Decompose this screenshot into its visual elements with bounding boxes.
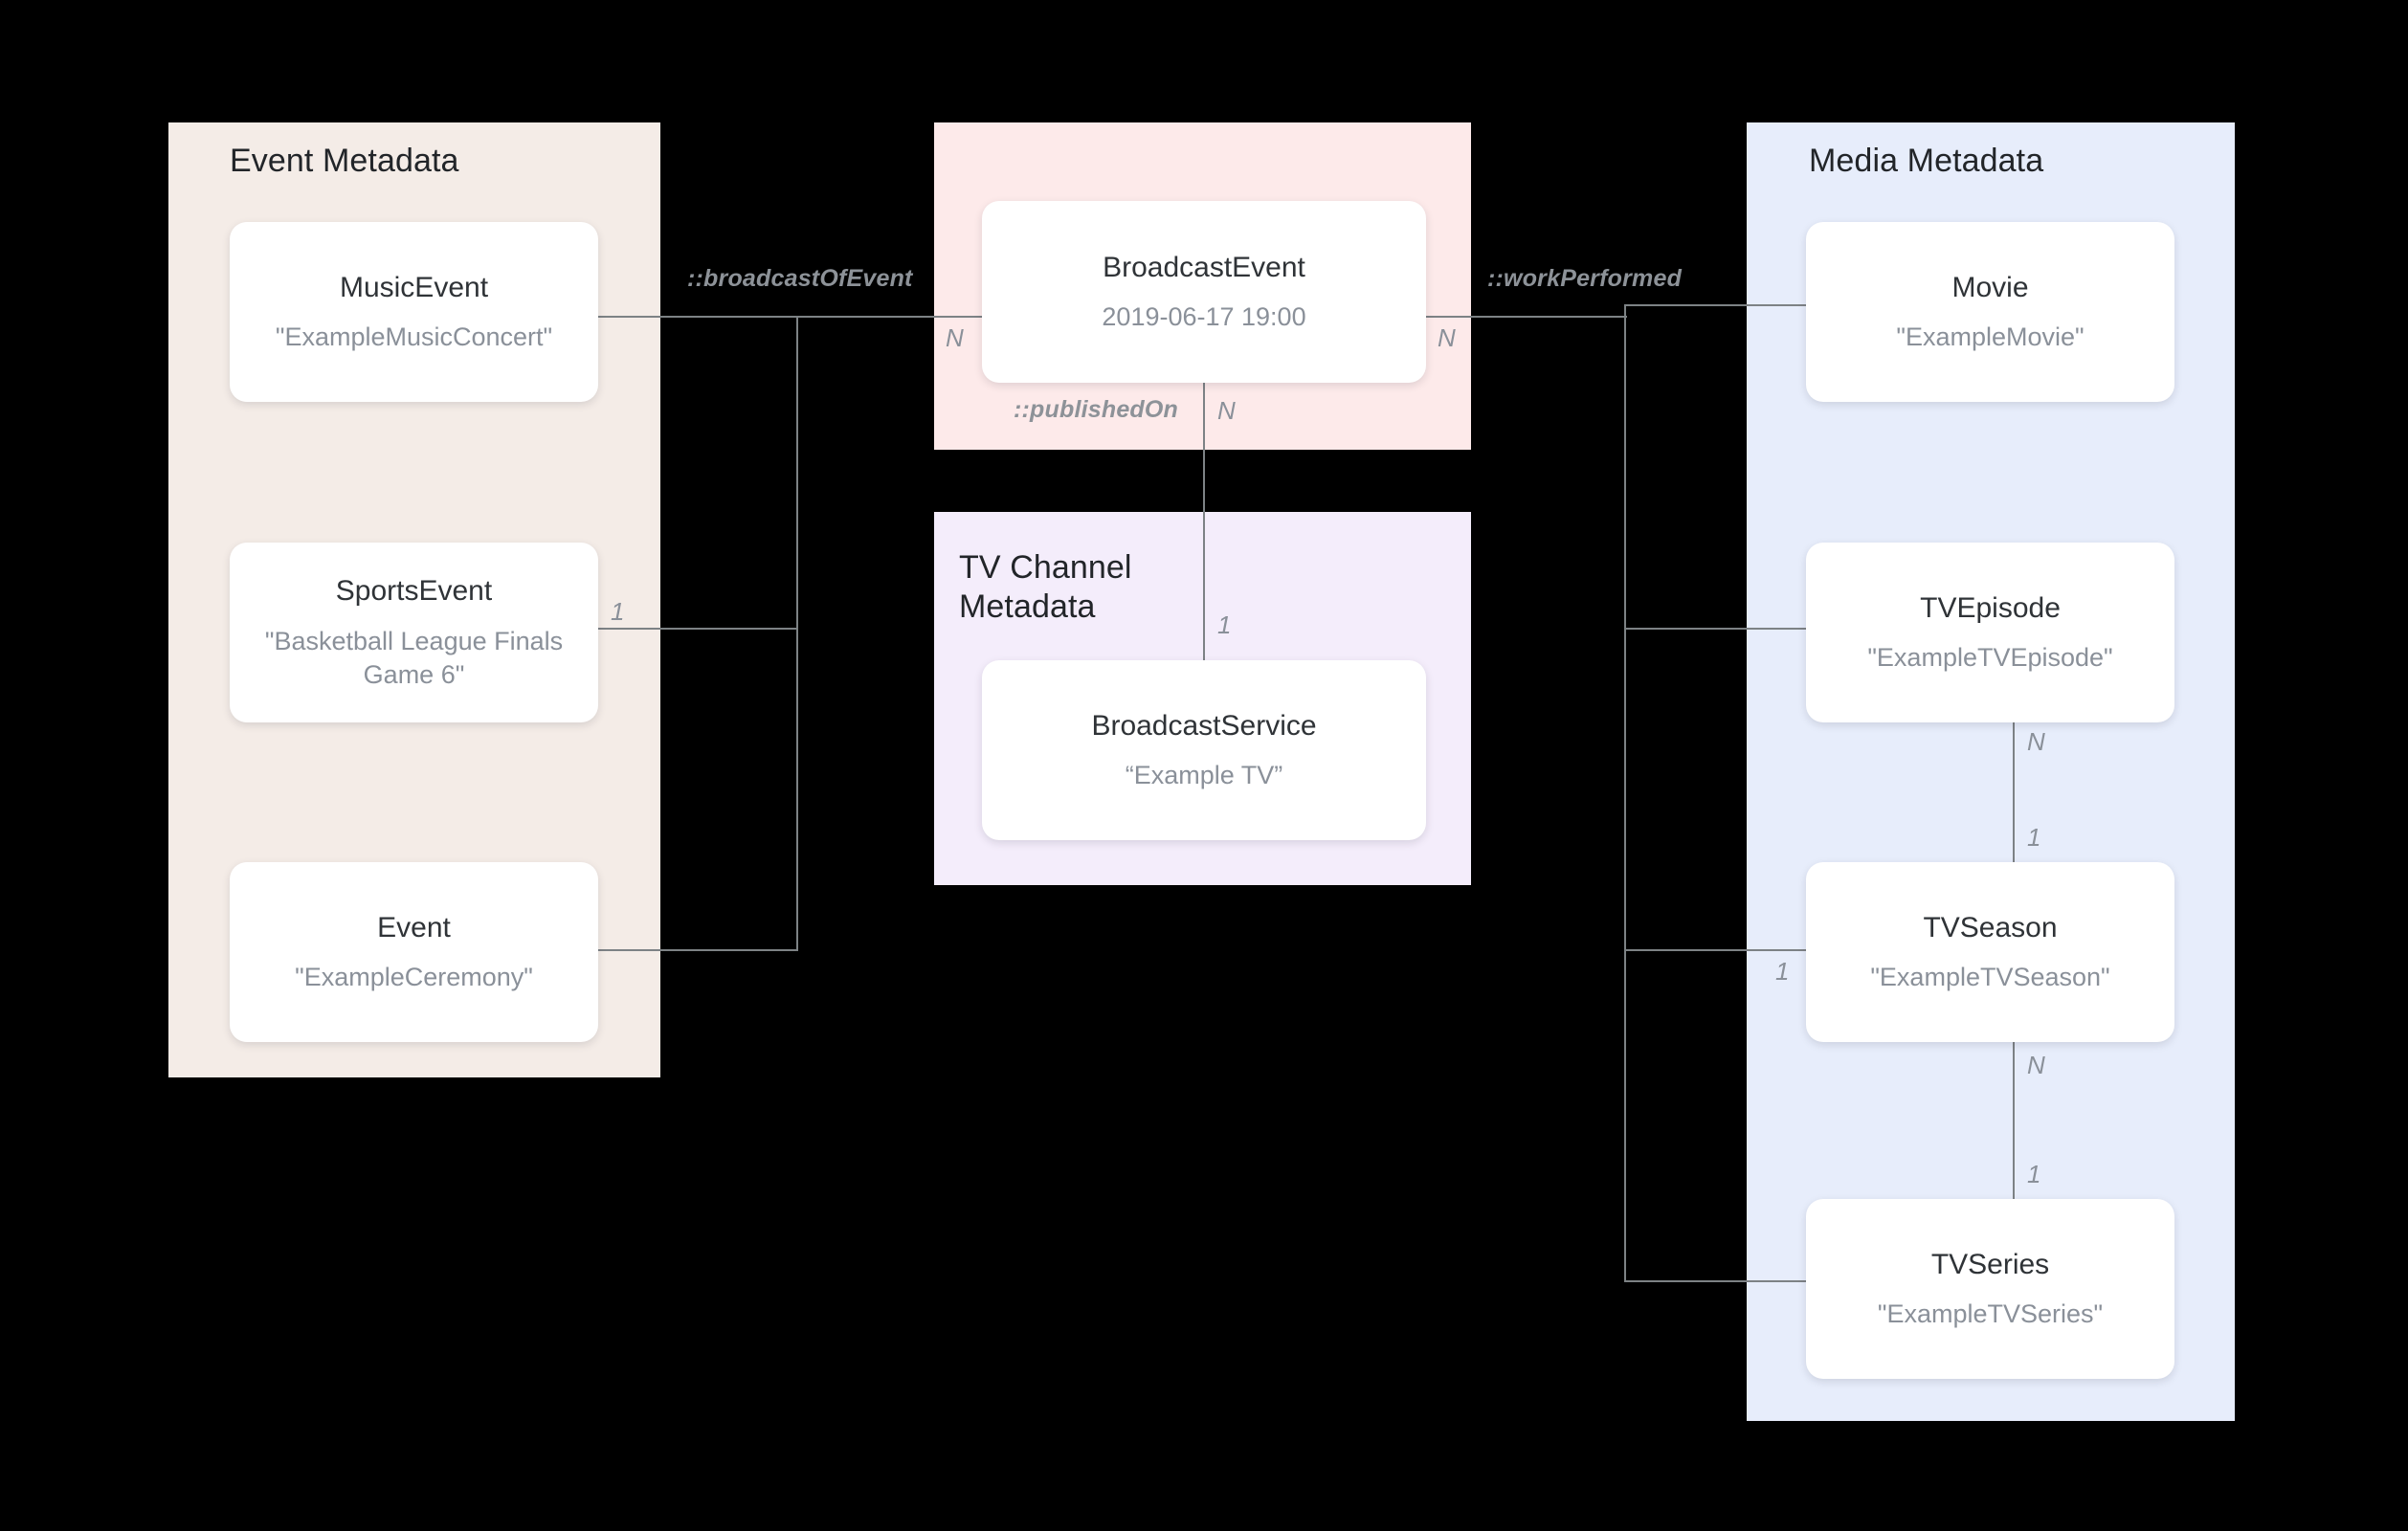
connector-tv-episode-horizontal (1624, 628, 1806, 630)
connector-event-horizontal (598, 949, 797, 951)
panel-title-media-metadata: Media Metadata (1809, 143, 2044, 179)
multiplicity-broadcast-service-top: 1 (1217, 610, 1232, 639)
multiplicity-broadcast-event-right: N (1438, 323, 1456, 352)
entity-value-tv-season: "ExampleTVSeason" (1870, 963, 2110, 992)
entity-name-broadcast-service: BroadcastService (1091, 709, 1317, 742)
entity-value-music-event: "ExampleMusicConcert" (275, 322, 553, 352)
entity-name-tv-series: TVSeries (1930, 1248, 2050, 1280)
entity-card-movie[interactable]: Movie "ExampleMovie" (1806, 222, 2174, 402)
multiplicity-tv-season-left: 1 (1775, 957, 1790, 986)
entity-card-tv-season[interactable]: TVSeason "ExampleTVSeason" (1806, 862, 2174, 1042)
entity-name-broadcast-event: BroadcastEvent (1103, 251, 1305, 283)
connector-tv-season-horizontal (1624, 949, 1806, 951)
connector-tv-season-to-series (2013, 1064, 2015, 1208)
connector-broadcast-of-event-line (796, 316, 982, 318)
entity-card-broadcast-event[interactable]: BroadcastEvent 2019-06-17 19:00 (982, 201, 1426, 383)
connector-media-group-trunk (1624, 304, 1626, 1282)
connector-event-group-trunk (796, 316, 798, 951)
entity-name-tv-episode: TVEpisode (1920, 591, 2061, 624)
connector-movie-horizontal (1624, 304, 1806, 306)
entity-value-event: "ExampleCeremony" (295, 963, 533, 992)
entity-card-event[interactable]: Event "ExampleCeremony" (230, 862, 598, 1042)
multiplicity-tv-season-top: 1 (2027, 823, 2041, 852)
relationship-label-broadcast-of-event: ::broadcastOfEvent (687, 265, 913, 292)
entity-value-broadcast-service: “Example TV” (1125, 761, 1283, 790)
entity-value-tv-episode: "ExampleTVEpisode" (1867, 643, 2113, 673)
connector-sports-event-horizontal (598, 628, 797, 630)
relationship-label-work-performed: ::workPerformed (1487, 265, 1683, 292)
entity-card-music-event[interactable]: MusicEvent "ExampleMusicConcert" (230, 222, 598, 402)
connector-work-performed-line (1426, 316, 1627, 318)
entity-card-tv-series[interactable]: TVSeries "ExampleTVSeries" (1806, 1199, 2174, 1379)
entity-card-broadcast-service[interactable]: BroadcastService “Example TV” (982, 660, 1426, 840)
multiplicity-tv-season-bottom: N (2027, 1051, 2045, 1079)
entity-card-sports-event[interactable]: SportsEvent "Basketball League Finals Ga… (230, 543, 598, 722)
multiplicity-broadcast-event-left: N (946, 323, 964, 352)
multiplicity-tv-series-top: 1 (2027, 1160, 2041, 1188)
entity-name-music-event: MusicEvent (339, 271, 489, 303)
connector-tv-series-horizontal (1624, 1280, 1806, 1282)
connector-published-on-line (1203, 383, 1205, 660)
multiplicity-broadcast-event-bottom: N (1217, 396, 1236, 425)
multiplicity-sports-event-right: 1 (611, 597, 625, 626)
entity-name-event: Event (377, 911, 451, 943)
panel-title-event-metadata: Event Metadata (230, 143, 459, 179)
entity-value-broadcast-event: 2019-06-17 19:00 (1102, 302, 1306, 332)
multiplicity-tv-episode-bottom: N (2027, 727, 2045, 756)
relationship-label-published-on: ::publishedOn (1014, 396, 1179, 423)
entity-value-sports-event: "Basketball League Finals Game 6" (264, 626, 564, 689)
entity-name-tv-season: TVSeason (1923, 911, 2058, 943)
panel-title-tv-channel-metadata: TV Channel Metadata (959, 549, 1132, 626)
connector-music-event-horizontal (598, 316, 797, 318)
entity-name-movie: Movie (1951, 271, 2029, 303)
entity-value-tv-series: "ExampleTVSeries" (1877, 1299, 2104, 1329)
entity-name-sports-event: SportsEvent (335, 575, 493, 608)
entity-card-tv-episode[interactable]: TVEpisode "ExampleTVEpisode" (1806, 543, 2174, 722)
entity-value-movie: "ExampleMovie" (1896, 322, 2085, 352)
